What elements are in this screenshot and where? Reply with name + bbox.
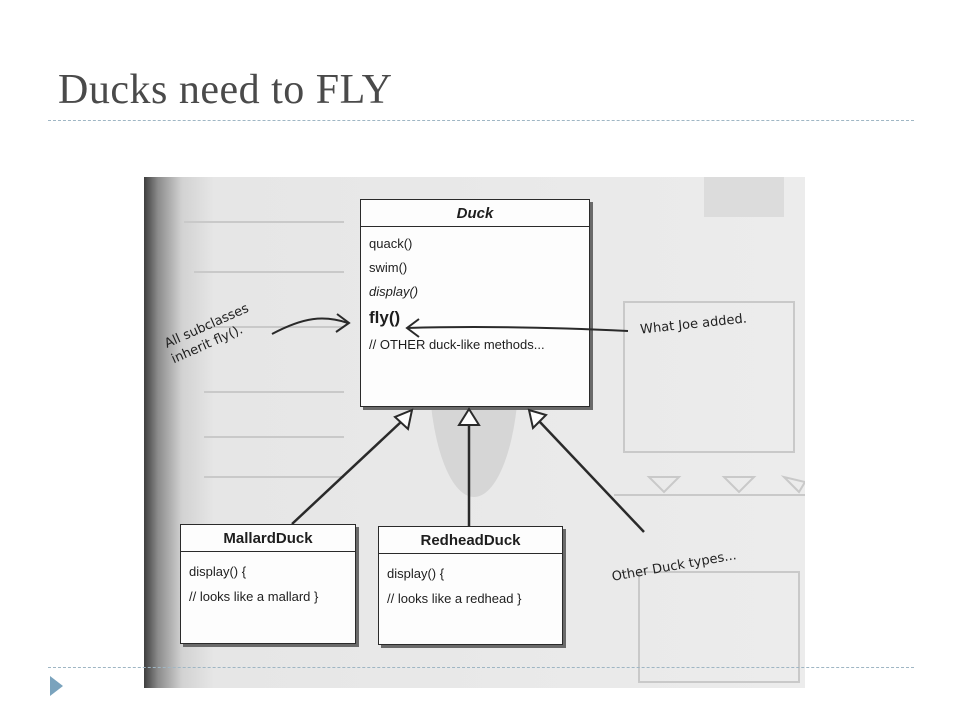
mallard-display-line: display() { — [189, 564, 247, 579]
other-types-inheritance-line — [538, 420, 645, 533]
slide-title: Ducks need to FLY — [58, 67, 393, 113]
redhead-comment-line: // looks like a redhead } — [387, 591, 522, 606]
subclasses-pointer-arrow — [271, 317, 349, 335]
method-fly: fly() — [369, 308, 401, 327]
mallard-class-box: MallardDuck display() { // looks like a … — [180, 524, 356, 644]
redhead-class-name: RedheadDuck — [379, 527, 562, 554]
inheritance-arrowhead — [393, 408, 414, 431]
redhead-display-line: display() { — [387, 566, 445, 581]
footer-divider — [48, 667, 914, 668]
method-quack: quack() — [369, 236, 413, 251]
mallard-comment-line: // looks like a mallard } — [189, 589, 319, 604]
title-divider — [48, 120, 914, 121]
redhead-class-box: RedheadDuck display() { // looks like a … — [378, 526, 563, 645]
method-display: display() — [369, 284, 419, 299]
mallard-inheritance-line — [291, 420, 403, 525]
diagram-photo: Duck quack() swim() display() fly() // O… — [144, 177, 805, 688]
inheritance-arrowhead — [457, 407, 481, 426]
duck-class-box: Duck quack() swim() display() fly() // O… — [360, 199, 590, 407]
inheritance-arrowhead — [527, 408, 548, 430]
method-other: // OTHER duck-like methods... — [369, 337, 545, 352]
diagram-connectors — [271, 313, 645, 533]
joe-added-pointer-arrow — [406, 326, 629, 332]
bullet-arrow-icon — [50, 676, 63, 696]
mallard-class-name: MallardDuck — [181, 525, 355, 552]
duck-class-name: Duck — [361, 200, 589, 227]
method-swim: swim() — [369, 260, 408, 275]
